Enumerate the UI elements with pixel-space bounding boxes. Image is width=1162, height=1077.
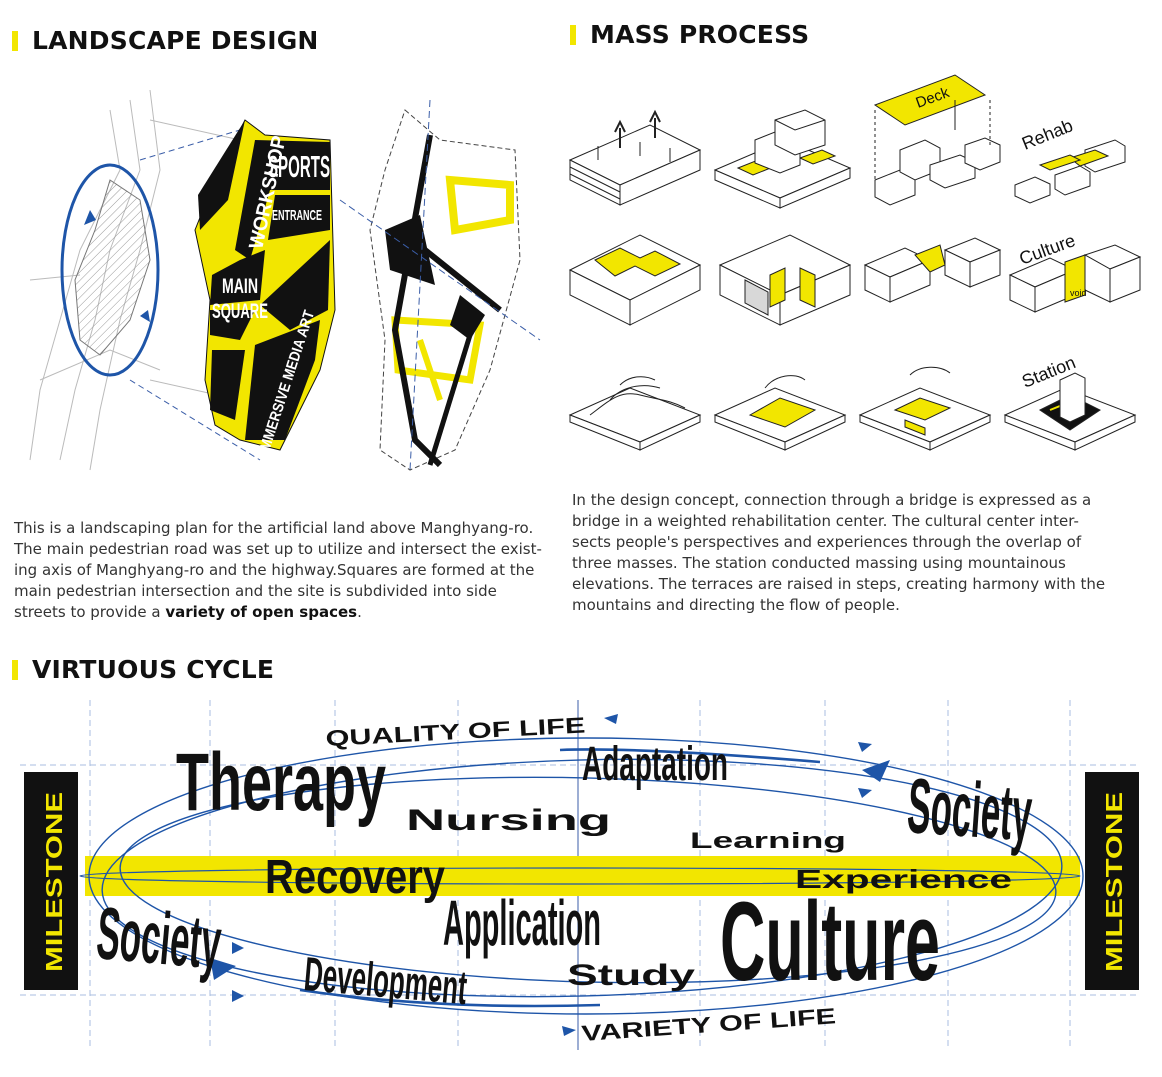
- title-marker: [12, 659, 18, 680]
- cycle-arrowheads: [210, 714, 890, 1036]
- word-society-top: Society: [905, 761, 1035, 857]
- word-society-left: Society: [94, 891, 225, 984]
- milestone-band: [85, 856, 1080, 896]
- site-hatch: [74, 179, 151, 356]
- landscape-description: This is a landscaping plan for the artif…: [14, 519, 542, 621]
- mass-step-6: [718, 234, 852, 326]
- mass-step-3: Deck: [873, 74, 1001, 206]
- landscape-design-title: LANDSCAPE DESIGN: [12, 26, 319, 55]
- label-entrance: ENTRANCE: [272, 207, 322, 224]
- mass-step-12: Station: [1003, 352, 1137, 451]
- cycle-keywords: Therapy Adaptation Nursing Society Learn…: [94, 737, 1035, 1015]
- mass-step-9: [568, 376, 702, 451]
- landscape-plan: SPORTS ENTRANCE WORKSHOP MAIN SQUARE IMM…: [29, 89, 541, 471]
- milestone-left-block: [24, 772, 78, 990]
- virtuous-cycle-title: VIRTUOUS CYCLE: [12, 655, 274, 684]
- mass-step-10: [713, 375, 847, 451]
- word-therapy: Therapy: [176, 737, 386, 828]
- circulation-plan: [339, 99, 541, 471]
- circulation-ellipse: [60, 163, 160, 377]
- word-learning: Learning: [690, 828, 846, 853]
- program-plan: SPORTS ENTRANCE WORKSHOP MAIN SQUARE IMM…: [194, 119, 336, 456]
- mass-step-5: [568, 234, 702, 326]
- mass-step-11: [858, 366, 992, 451]
- word-application: Application: [443, 887, 601, 959]
- mass-step-4: Rehab: [1014, 115, 1126, 204]
- word-adaptation: Adaptation: [582, 738, 728, 791]
- mass-step-7: [863, 237, 1002, 303]
- word-experience: Experience: [795, 864, 1012, 894]
- mass-description: In the design concept, connection throug…: [572, 491, 1106, 614]
- label-void: void: [1070, 288, 1087, 298]
- mass-process-title: MASS PROCESS: [570, 20, 809, 49]
- title-marker: [570, 24, 576, 45]
- cycle-orbits: [79, 737, 1084, 1015]
- label-sports: SPORTS: [268, 149, 330, 184]
- word-nursing: Nursing: [406, 804, 611, 837]
- virtuous-cycle-diagram: MILESTONE MILESTONE QUALITY OF LIFE VARI…: [20, 700, 1140, 1050]
- title-marker: [12, 30, 18, 51]
- mass-step-2: [713, 109, 852, 209]
- word-study: Study: [567, 959, 695, 992]
- word-recovery: Recovery: [265, 851, 445, 904]
- mass-step-8: void Culture: [1008, 230, 1142, 313]
- label-rehab: Rehab: [1019, 115, 1076, 153]
- milestone-right-block: [1085, 772, 1139, 990]
- milestone-left-label: MILESTONE: [41, 792, 67, 972]
- label-main: MAIN: [222, 275, 258, 298]
- milestone-right-label: MILESTONE: [1101, 792, 1127, 972]
- label-square: SQUARE: [212, 300, 268, 323]
- word-culture: Culture: [720, 879, 940, 1004]
- mass-step-1: [568, 109, 702, 206]
- mass-process-diagram: Deck Rehab: [568, 74, 1142, 451]
